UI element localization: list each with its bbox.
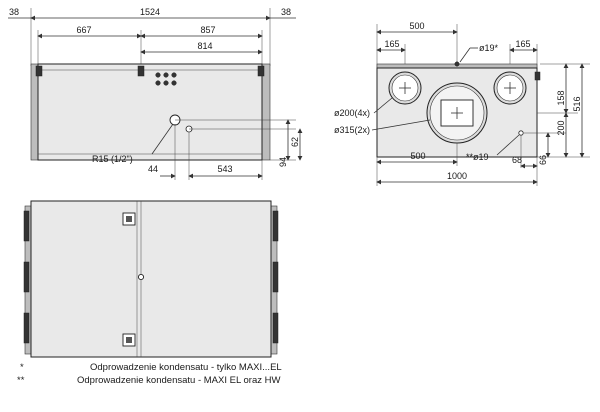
drain-hole-icon	[518, 130, 524, 136]
dim-62: 62	[290, 137, 300, 147]
dim-68: 68	[512, 155, 522, 165]
note-2-text: Odprowadzenie kondensatu - MAXI EL oraz …	[77, 375, 280, 386]
end-view: 500 165 165 ø19* ø200	[334, 21, 590, 186]
dim-38-right: 38	[281, 7, 291, 17]
dim-857: 857	[200, 25, 215, 35]
note-2-marker: **	[17, 375, 25, 386]
drain-label: R15 (1/2")	[92, 154, 133, 164]
dim-165-left: 165	[384, 39, 399, 49]
dim-543: 543	[217, 164, 232, 174]
dim-200-vertical: 200	[556, 120, 566, 135]
note-1-text: Odprowadzenie kondensatu - tylko MAXI...…	[90, 362, 282, 373]
note-1-marker: *	[20, 362, 24, 373]
unit-body-top-view	[37, 63, 263, 161]
duct-315-label: ø315(2x)	[334, 125, 370, 135]
dim-38-left: 38	[9, 7, 19, 17]
door-handle-icon	[137, 273, 145, 281]
front-view	[23, 200, 279, 358]
dim-1524: 1524	[140, 7, 160, 17]
dim-500-bottom: 500	[410, 151, 425, 161]
dim-500-top: 500	[409, 21, 424, 31]
notes: * Odprowadzenie kondensatu - tylko MAXI.…	[17, 362, 282, 386]
dim-158: 158	[556, 90, 566, 105]
dim-814: 814	[197, 41, 212, 51]
dim-165-right: 165	[515, 39, 530, 49]
dim-1000: 1000	[447, 171, 467, 181]
dim-94: 94	[278, 157, 288, 167]
dim-66: 66	[538, 155, 548, 165]
dim-667: 667	[76, 25, 91, 35]
dim-44: 44	[148, 164, 158, 174]
dim-516: 516	[572, 96, 582, 111]
top-view: 1524 38 38 667 857 814	[8, 7, 303, 180]
hole-19-bottom: **ø19	[466, 152, 489, 162]
unit-body-front-view	[30, 200, 272, 358]
duct-200-label: ø200(4x)	[334, 108, 370, 118]
hole-19-top: ø19*	[479, 43, 499, 53]
